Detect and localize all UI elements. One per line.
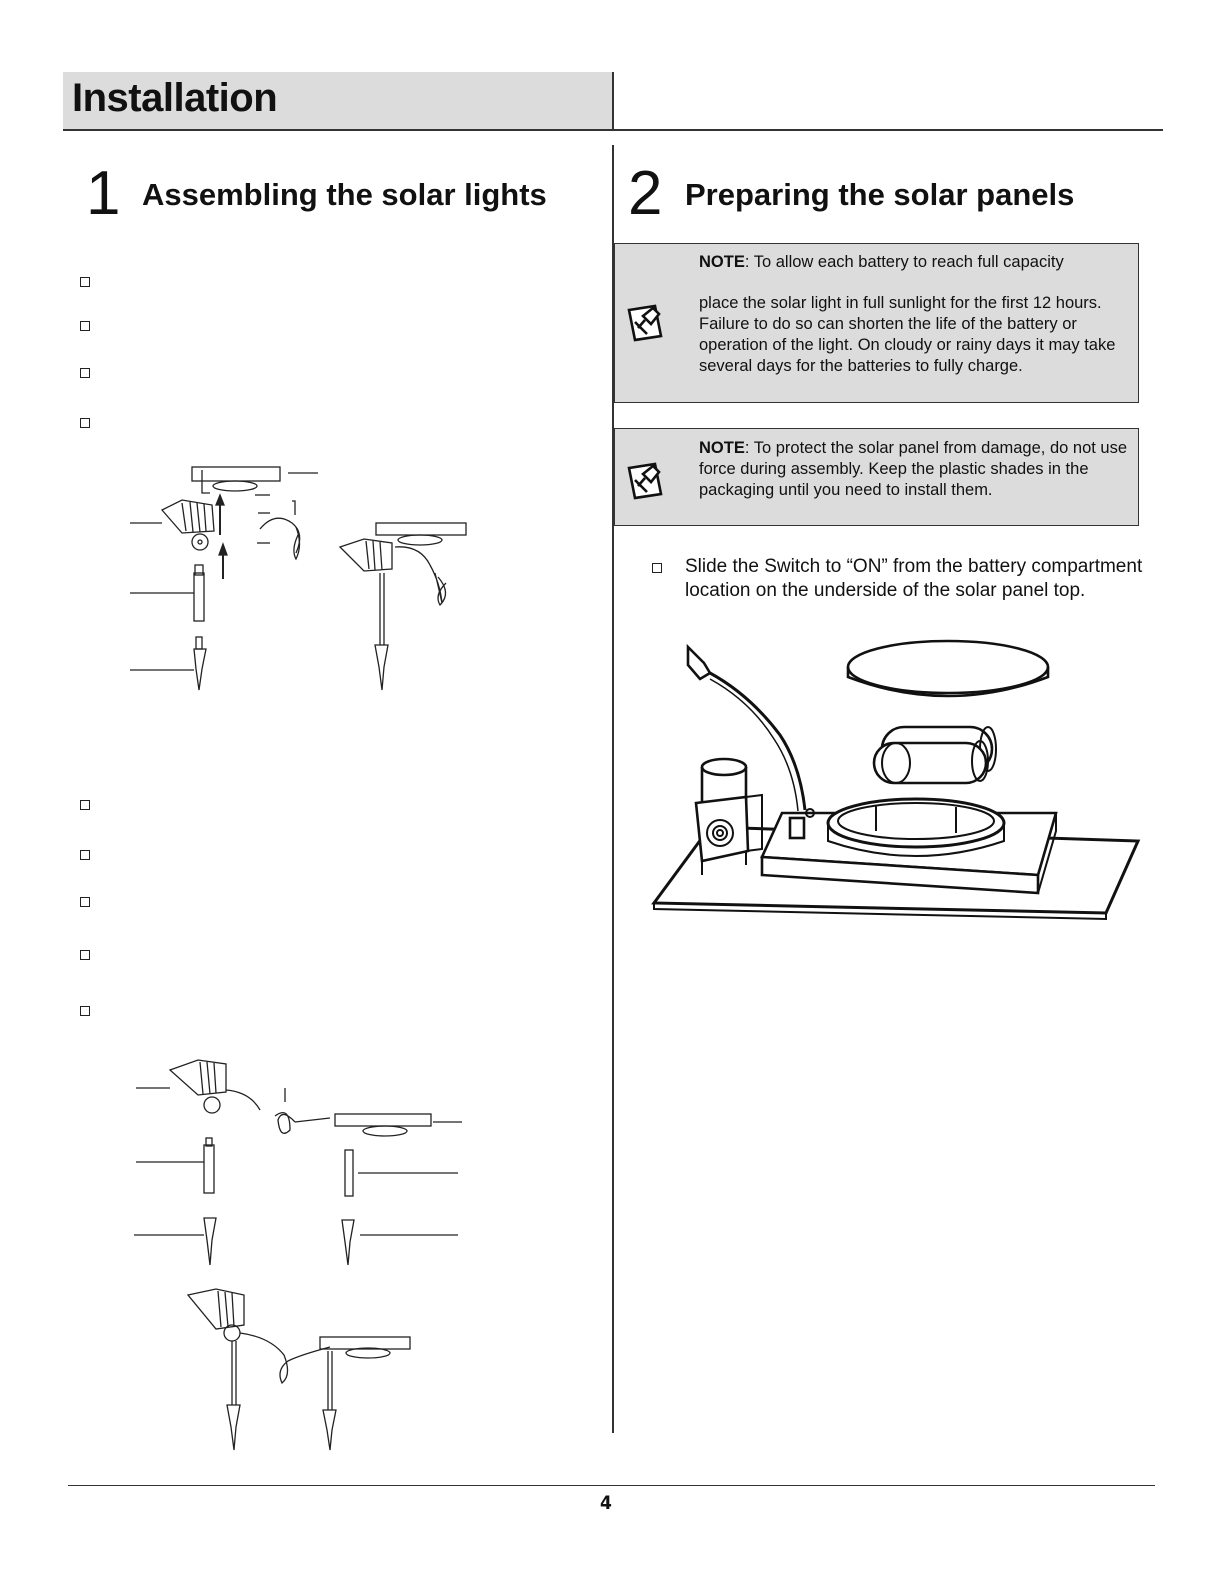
checkbox-1[interactable] [80, 277, 90, 287]
checkbox-8[interactable] [80, 950, 90, 960]
panel-base-plate [651, 825, 1141, 915]
power-switch [788, 816, 806, 840]
mount-bracket [694, 795, 750, 863]
column-divider [612, 145, 614, 1433]
spotlight-head-part [160, 499, 215, 534]
solar-panel-battery-diagram [651, 639, 1141, 921]
note-1-label: NOTE [699, 253, 745, 271]
checkbox-2[interactable] [80, 321, 90, 331]
dual-light-exploded-diagram [134, 1059, 462, 1266]
checkbox-7[interactable] [80, 897, 90, 907]
assembled-spotlight [338, 538, 393, 572]
spotlight-assembly-diagram [130, 466, 467, 691]
header-rule [63, 129, 1163, 131]
step-1-number: 1 [86, 159, 121, 228]
step-2-number: 2 [628, 159, 663, 228]
page-number: 4 [600, 1492, 612, 1514]
battery-cover [846, 639, 1050, 695]
note-2-label: NOTE [699, 439, 745, 457]
pushpin-note-icon [627, 304, 663, 342]
pushpin-note-icon [627, 462, 663, 500]
footer-rule [68, 1485, 1155, 1486]
step-2-title: Preparing the solar panels [685, 177, 1075, 212]
stake-part [193, 648, 207, 691]
note-2-text: NOTE: To protect the solar panel from da… [699, 438, 1129, 501]
assembled-pair-diagram [186, 1288, 411, 1451]
checkbox-3[interactable] [80, 368, 90, 378]
step-1-title: Assembling the solar lights [142, 177, 547, 212]
assembled-panel [375, 522, 467, 536]
note-1-first-line: NOTE: To allow each battery to reach ful… [699, 252, 1129, 273]
note-2-body: : To protect the solar panel from damage… [699, 439, 1128, 499]
note-1-first-line-text: : To allow each battery to reach full ca… [744, 253, 1064, 271]
solar-panel-part [191, 466, 281, 482]
checkbox-4[interactable] [80, 418, 90, 428]
cable-connector [686, 643, 712, 681]
section-header-bar [63, 72, 612, 129]
checkbox-9[interactable] [80, 1006, 90, 1016]
note-box-battery [614, 243, 1139, 403]
section-title: Installation [72, 76, 278, 120]
note-box-damage [614, 428, 1139, 526]
checkbox-5[interactable] [80, 800, 90, 810]
checkbox-6[interactable] [80, 850, 90, 860]
header-divider [612, 72, 614, 130]
checkbox-switch-on[interactable] [652, 563, 662, 573]
switch-instruction: Slide the Switch to “ON” from the batter… [685, 556, 1143, 601]
note-1-body: place the solar light in full sunlight f… [699, 294, 1116, 375]
extension-pole-part [193, 572, 205, 622]
